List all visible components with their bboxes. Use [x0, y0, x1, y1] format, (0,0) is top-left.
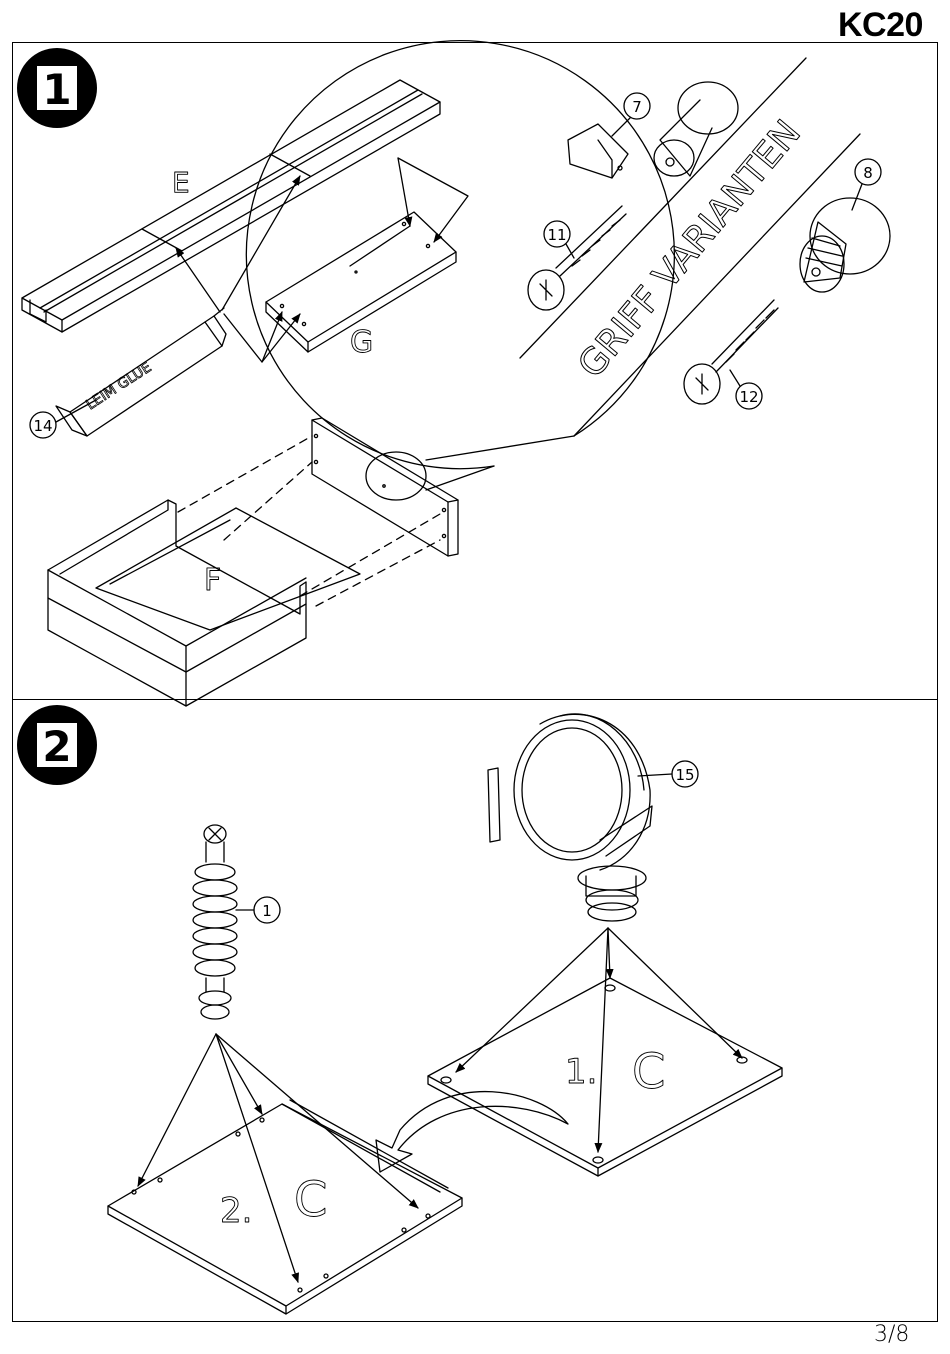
panel-2-part: C	[294, 1172, 328, 1228]
callout-12: 12	[739, 388, 758, 406]
board-g: G	[266, 212, 456, 360]
part-label-g: G	[350, 325, 373, 360]
step-1-badge: 1	[17, 48, 97, 128]
part-label-e: E	[172, 166, 190, 199]
step-1-number: 1	[42, 65, 71, 114]
step-2-number: 2	[42, 722, 71, 771]
caster-arrows	[456, 928, 742, 1152]
panel-2c: 2. C	[108, 1100, 462, 1314]
part-label-f: F	[204, 563, 221, 598]
screw-11: 11	[528, 206, 626, 310]
svg-text:14: 14	[33, 417, 52, 435]
dowel-arrows	[138, 1034, 418, 1282]
step-2-badge: 2	[17, 705, 97, 785]
callout-11: 11	[547, 226, 566, 244]
panel-1-part: C	[632, 1044, 666, 1100]
panel-1-order: 1.	[565, 1052, 597, 1092]
callout-14: 14	[30, 400, 96, 438]
caster-15: 15	[488, 714, 698, 921]
dowel-1: 1	[193, 825, 280, 1019]
page-number: 3/8	[874, 1322, 909, 1347]
callout-15: 15	[675, 766, 694, 784]
callout-8: 8	[863, 164, 873, 182]
handle-variants-detail: GRIFF VARIANTEN	[246, 41, 860, 490]
knob-7: 7	[568, 82, 738, 178]
glue-text: LEIM GLUE	[83, 359, 154, 413]
callout-7: 7	[632, 98, 642, 116]
knob-8: 8	[800, 159, 890, 292]
screw-12: 12	[684, 300, 778, 409]
detail-title: GRIFF VARIANTEN	[570, 113, 809, 386]
glue-bottle: LEIM GLUE	[56, 308, 226, 436]
panel-2-order: 2.	[220, 1191, 252, 1231]
callout-1: 1	[262, 902, 272, 920]
drawer-box-f: F	[48, 500, 360, 706]
glue-arrows	[176, 158, 468, 362]
flip-arrow	[376, 1092, 568, 1172]
